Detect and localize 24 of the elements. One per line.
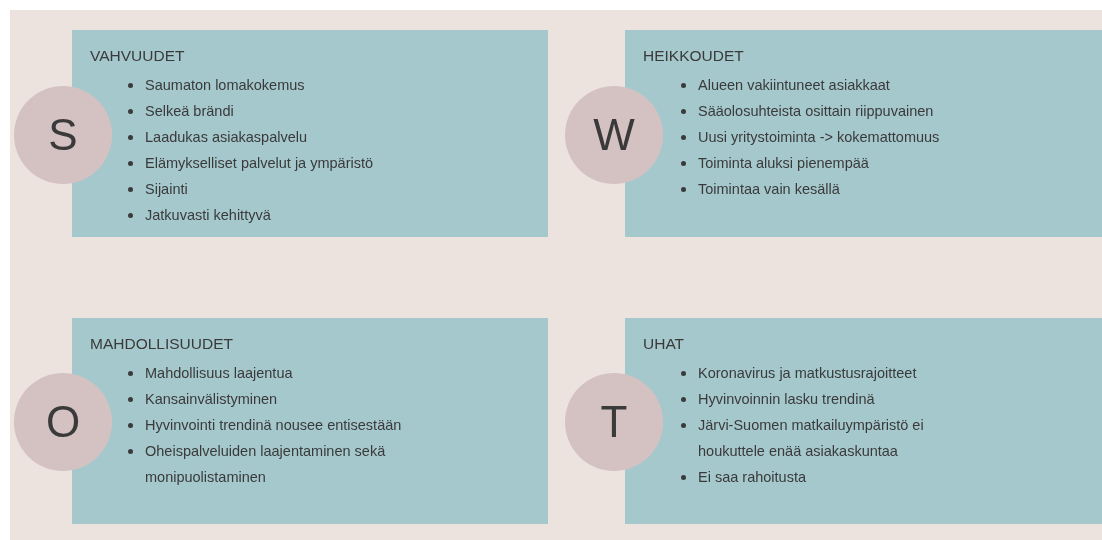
bullet-item: Laadukas asiakaspalvelu [127, 124, 427, 150]
bullet-item: Hyvinvointi trendinä nousee entisestään [127, 412, 427, 438]
bullet-item: Elämykselliset palvelut ja ympäristö [127, 150, 427, 176]
section-heading: VAHVUUDET [90, 46, 186, 66]
bullet-item: Mahdollisuus laajentua [127, 360, 427, 386]
bullet-item: Jatkuvasti kehittyvä [127, 202, 427, 228]
section-heading: MAHDOLLISUUDET [90, 334, 234, 354]
bullet-item: Sääolosuhteista osittain riippuvainen [680, 98, 980, 124]
bullet-item: Hyvinvoinnin lasku trendinä [680, 386, 980, 412]
bullet-item: Ei saa rahoitusta [680, 464, 980, 490]
bullet-item: Toiminta aluksi pienempää [680, 150, 980, 176]
bullet-item: Selkeä brändi [127, 98, 427, 124]
bullet-item: Uusi yritystoiminta -> kokemattomuus [680, 124, 980, 150]
section-heading: HEIKKOUDET [643, 46, 745, 66]
bullet-item: Koronavirus ja matkustusrajoitteet [680, 360, 980, 386]
section-heading: UHAT [643, 334, 686, 354]
bullet-item: Sijainti [127, 176, 427, 202]
bullet-item: Järvi-Suomen matkailuympäristö ei houkuttele enää asiakaskuntaa [680, 412, 980, 464]
card-background [625, 318, 1102, 524]
bullet-item: Saumaton lomakokemus [127, 72, 427, 98]
bullet-item: Toimintaa vain kesällä [680, 176, 980, 202]
bullet-item: Oheispalveluiden laajentaminen sekä monipuolistaminen [127, 438, 427, 490]
bullet-item: Alueen vakiintuneet asiakkaat [680, 72, 980, 98]
bullet-item: Kansainvälistyminen [127, 386, 427, 412]
